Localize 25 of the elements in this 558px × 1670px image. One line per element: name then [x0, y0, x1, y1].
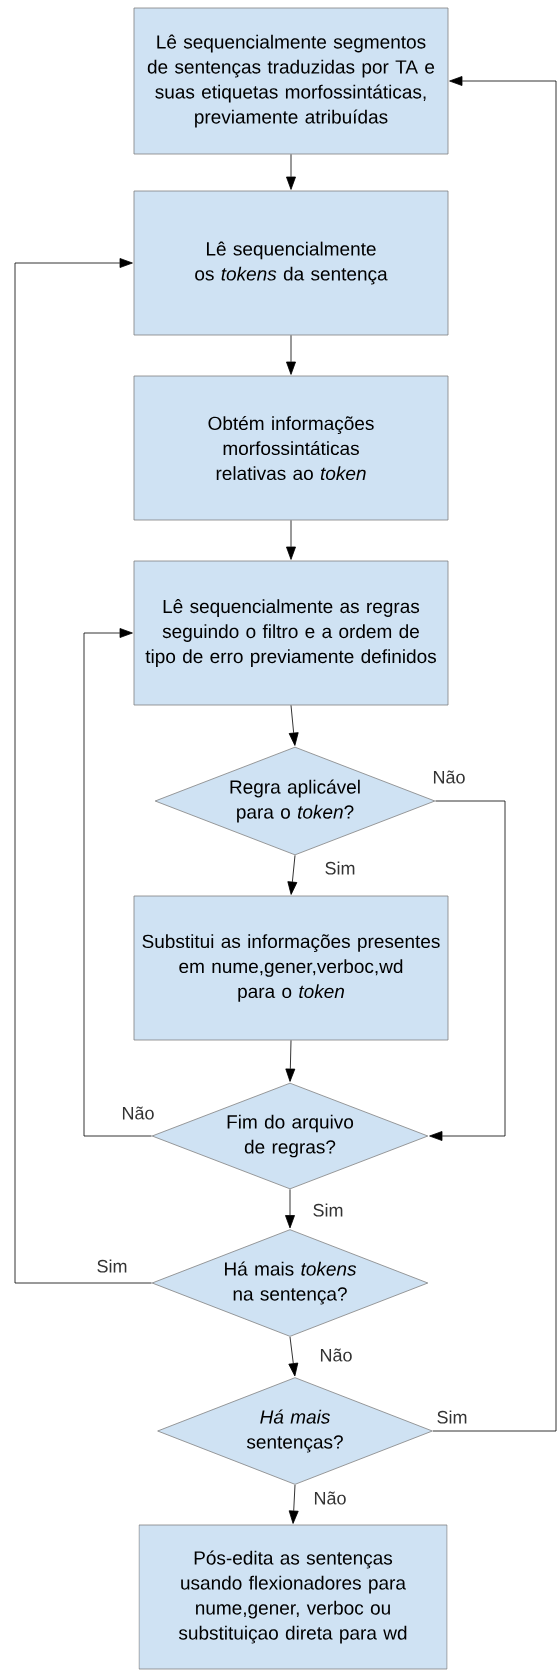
arrow: [285, 1040, 296, 1082]
arrow: [432, 76, 557, 1432]
process-box: Pós-edita as sentenças usando flexionadores para nume,gener, verboc ou substituiçao direta para wd: [138, 1524, 448, 1670]
edge-label: Sim: [95, 1258, 129, 1274]
arrow: [83, 628, 152, 1137]
arrow: [286, 154, 296, 190]
process-box: Lê sequencialmente os tokens da sentença: [133, 190, 449, 336]
arrow: [14, 258, 152, 1284]
arrow: [429, 800, 506, 1141]
edge-label: Não: [312, 1490, 348, 1506]
edge-label: Não: [318, 1347, 354, 1363]
arrow: [288, 1336, 299, 1377]
edge-label: Sim: [323, 860, 357, 876]
process-box: Lê sequencialmente as regras seguindo o filtro e a ordem de tipo de erro previamente definidos: [133, 560, 449, 706]
arrow: [288, 1484, 299, 1524]
arrow: [286, 520, 296, 560]
process-box: Substitui as informações presentes em nume,gener,verboc,wd para o token: [133, 895, 449, 1041]
edge-label: Sim: [435, 1409, 469, 1425]
process-box: Obtém informações morfossintáticas relativas ao token: [133, 375, 449, 521]
arrow: [286, 335, 296, 375]
arrow: [287, 855, 298, 895]
arrow: [288, 705, 299, 746]
arrow: [285, 1189, 295, 1229]
process-box: Lê sequencialmente segmentos de sentenças traduzidas por TA e suas etiquetas morfossintáticas, previamente atribuídas: [133, 7, 449, 155]
edge-label: Sim: [311, 1202, 345, 1218]
